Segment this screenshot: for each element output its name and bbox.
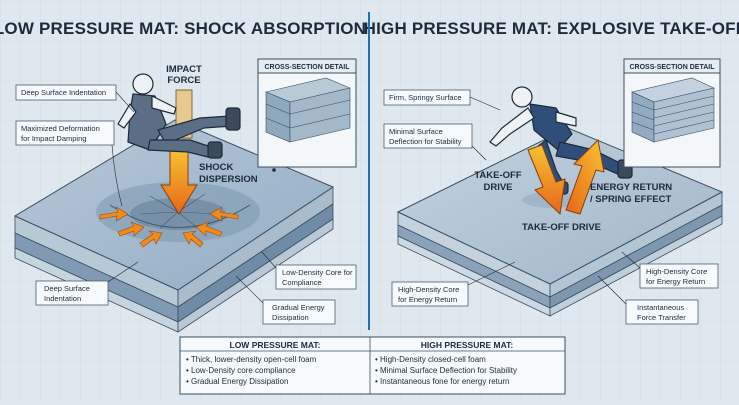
summary-high-item: • High-Density closed-cell foam [375,355,486,364]
left-cross-section-detail: CROSS-SECTION DETAIL [257,58,357,172]
energy-return-label: ENERGY RETURN / SPRING EFFECT [590,182,672,205]
svg-text:CROSS-SECTION DETAIL: CROSS-SECTION DETAIL [629,64,715,71]
svg-text:DRIVE: DRIVE [483,182,512,193]
callout-minimal-deflection: Minimal Surface Deflection for Stability [383,123,487,161]
svg-text:Maximized Deformation: Maximized Deformation [21,124,100,133]
svg-text:Compliance: Compliance [282,278,322,287]
svg-text:DISPERSION: DISPERSION [199,174,258,185]
svg-text:ENERGY RETURN: ENERGY RETURN [590,182,672,193]
left-wrestler-figure [117,73,241,159]
callout-deep-surface-top: Deep Surface Indentation [15,84,135,113]
svg-text:for Energy Return: for Energy Return [398,295,457,304]
svg-text:Minimal Surface: Minimal Surface [389,127,443,136]
svg-text:Deflection for Stability: Deflection for Stability [389,137,462,146]
svg-text:FORCE: FORCE [167,75,200,86]
impact-force-label: IMPACT FORCE [166,64,202,86]
summary-low-item: • Thick, lower-density open-cell foam [186,355,317,364]
svg-text:CROSS-SECTION DETAIL: CROSS-SECTION DETAIL [264,64,350,71]
callout-instantaneous: Instantaneous Force Transfer [597,275,699,325]
callout-high-density-right: High-Density Core for Energy Return [621,251,719,289]
callout-low-density-core: Low-Density Core for Compliance [261,251,357,290]
takeoff-drive-label-2: TAKE-OFF DRIVE [522,222,601,233]
right-cross-section-detail: CROSS-SECTION DETAIL [623,58,721,168]
summary-low-item: • Gradual Energy Dissipation [186,377,288,386]
takeoff-drive-label-1: TAKE-OFF DRIVE [474,170,522,193]
svg-text:for Impact Damping: for Impact Damping [21,134,86,143]
svg-text:Gradual Energy: Gradual Energy [272,303,325,312]
svg-text:/ SPRING EFFECT: / SPRING EFFECT [590,194,671,205]
summary-low-header: LOW PRESSURE MAT: [230,340,321,350]
callout-firm-surface: Firm, Springy Surface [383,89,501,111]
energy-return-arrow [565,138,605,215]
svg-text:Dissipation: Dissipation [272,313,309,322]
svg-text:High-Density Core: High-Density Core [646,267,707,276]
callout-deep-surface-bottom: Deep Surface Indentation [35,261,139,306]
callout-gradual-energy: Gradual Energy Dissipation [235,275,336,325]
dispersion-arrows [99,206,239,248]
callout-high-density-left: High-Density Core for Energy Return [391,261,516,307]
svg-text:TAKE-OFF DRIVE: TAKE-OFF DRIVE [522,222,601,233]
summary-high-header: HIGH PRESSURE MAT: [421,340,514,350]
svg-text:High-Density Core: High-Density Core [398,285,459,294]
shock-dispersion-arrow [160,149,198,215]
svg-text:Low-Density Core for: Low-Density Core for [282,268,353,277]
svg-text:for Energy Return: for Energy Return [646,277,705,286]
summary-low-item: • Low-Density core compliance [186,366,296,375]
callout-maximized-deformation: Maximized Deformation for Impact Damping [15,120,123,207]
svg-text:Indentation: Indentation [44,294,81,303]
summary-high-item: • Instantaneous fone for energy return [375,377,509,386]
svg-text:Force Transfer: Force Transfer [637,313,686,322]
summary-table: LOW PRESSURE MAT: HIGH PRESSURE MAT: • T… [179,336,566,395]
left-panel-title: LOW PRESSURE MAT: SHOCK ABSORPTION [0,19,366,38]
svg-text:SHOCK: SHOCK [199,162,233,173]
right-panel-title: HIGH PRESSURE MAT: EXPLOSIVE TAKE-OFF [364,19,739,38]
summary-high-item: • Minimal Surface Deflection for Stabili… [375,366,517,375]
shock-dispersion-label: SHOCK DISPERSION [199,162,258,185]
takeoff-drive-arrow [527,144,566,216]
svg-text:Deep Surface Indentation: Deep Surface Indentation [21,88,106,97]
svg-text:Deep Surface: Deep Surface [44,284,90,293]
svg-text:TAKE-OFF: TAKE-OFF [474,170,522,181]
svg-text:Instantaneous: Instantaneous [637,303,684,312]
svg-text:Firm, Springy Surface: Firm, Springy Surface [389,93,462,102]
svg-text:IMPACT: IMPACT [166,64,202,75]
